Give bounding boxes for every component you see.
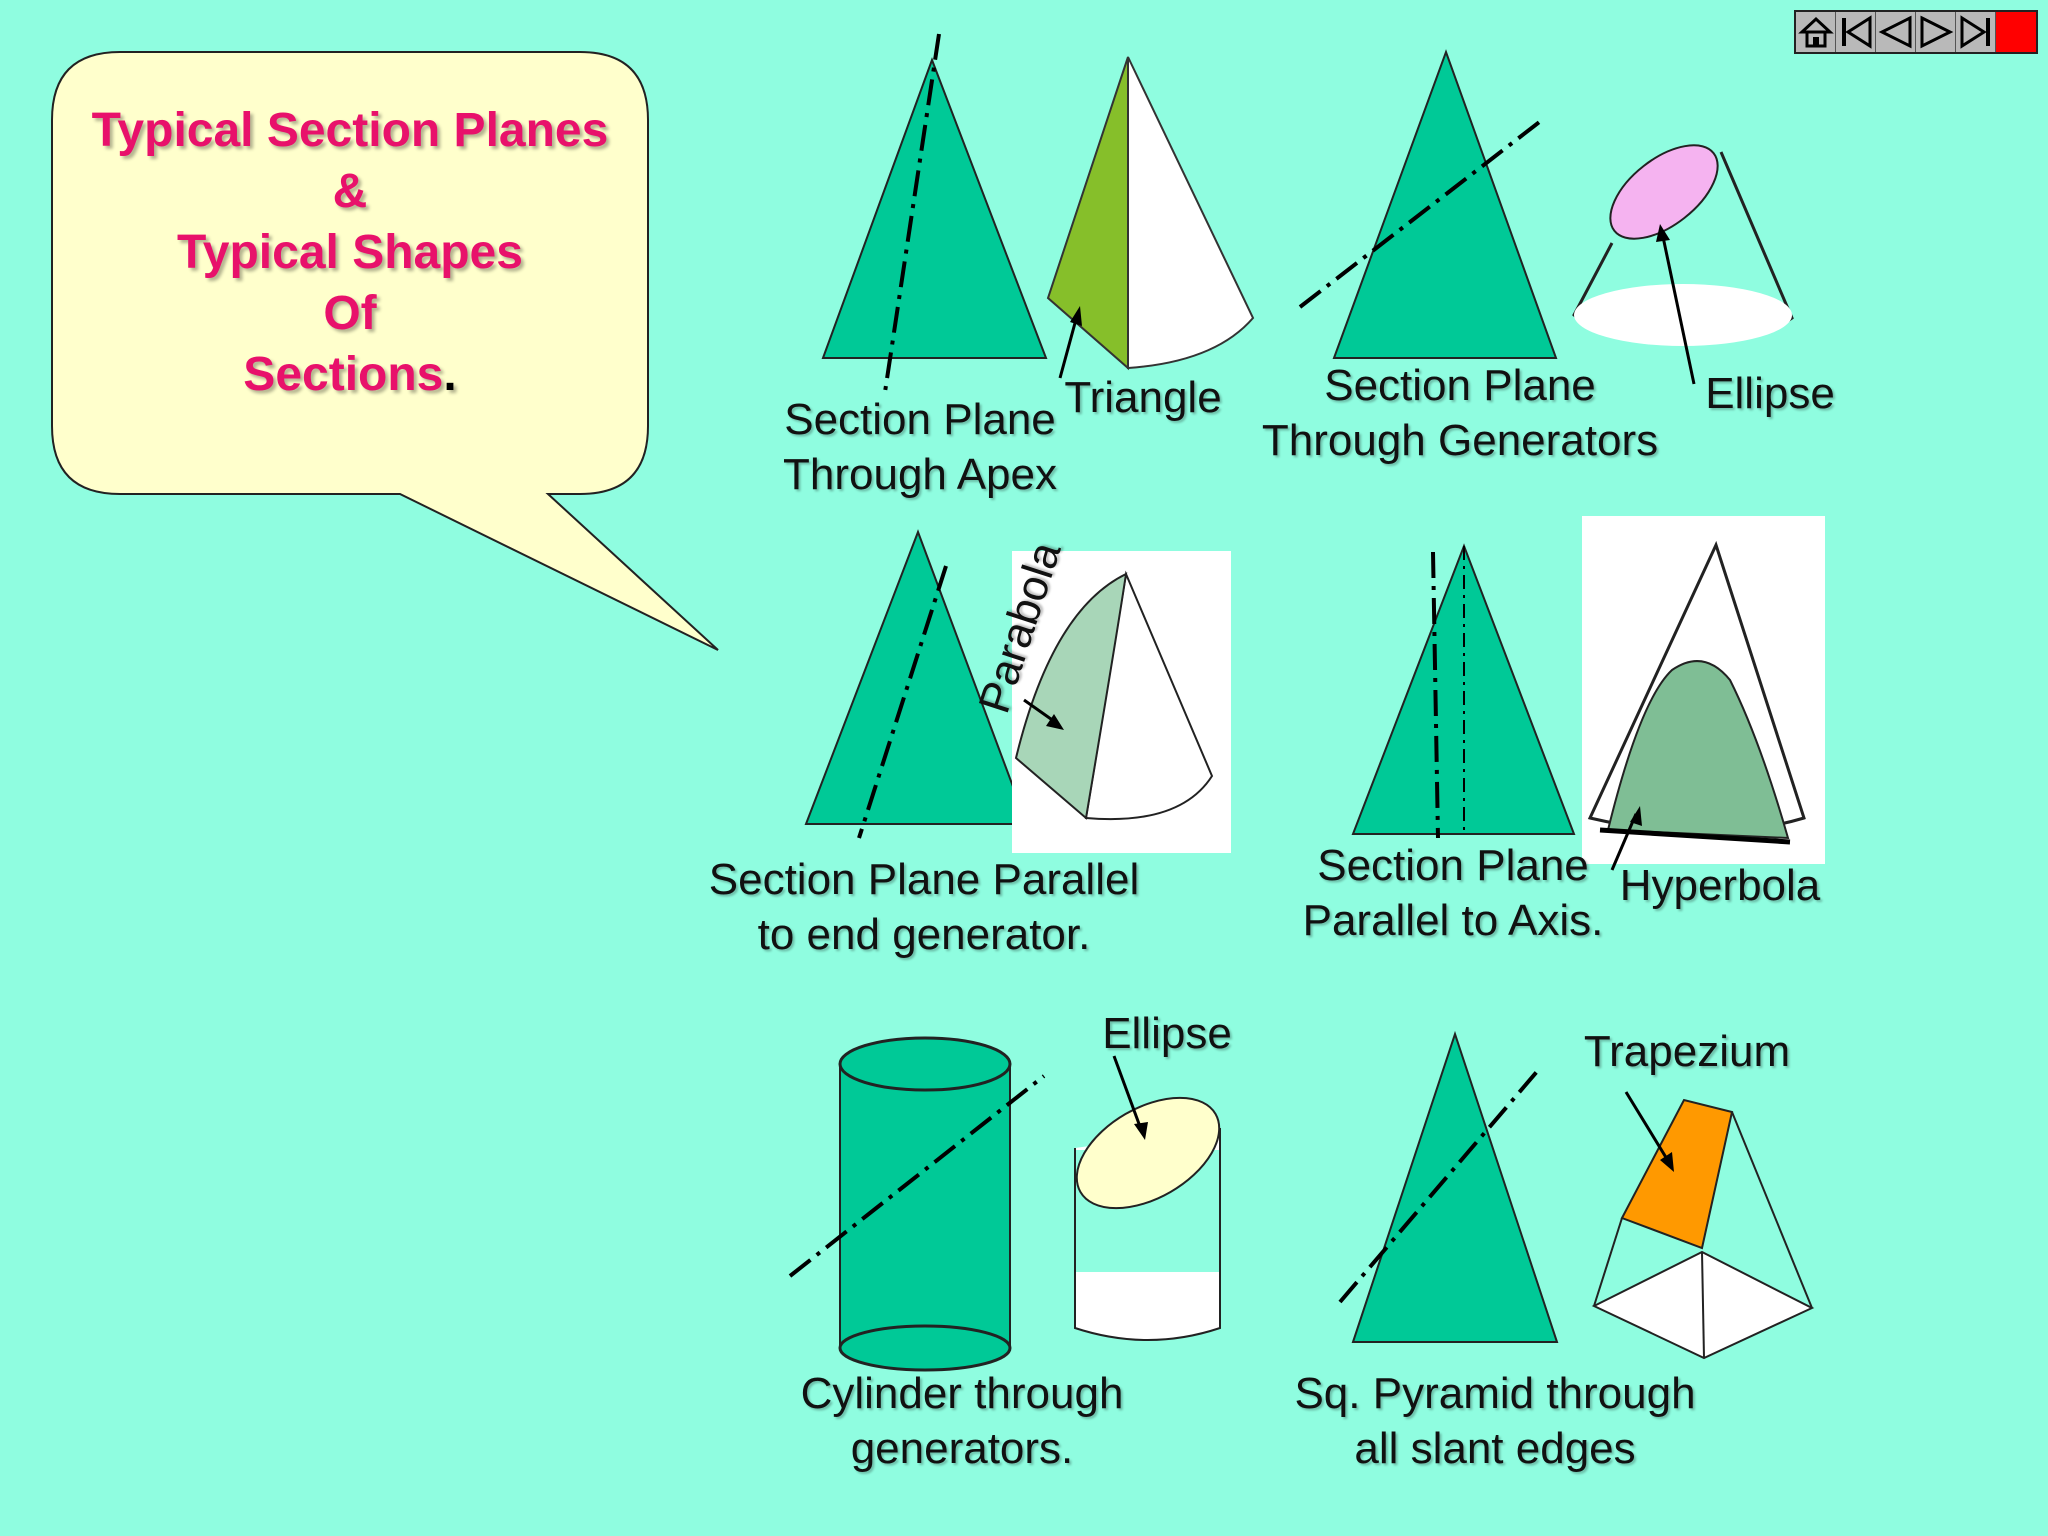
hyperbola-arrowhead bbox=[1630, 806, 1642, 826]
ellipse-top-arrowhead bbox=[1656, 224, 1670, 242]
label-end-generator-line2: to end generator. bbox=[757, 910, 1091, 959]
callout-bubble bbox=[51, 51, 719, 651]
stop-icon[interactable] bbox=[1996, 12, 2036, 52]
triangle-section bbox=[1046, 56, 1129, 371]
slide-navigation bbox=[1794, 10, 2038, 54]
label-apex-plane-line2: Through Apex bbox=[783, 450, 1057, 499]
ellipse-top-arrow bbox=[1660, 231, 1696, 385]
pyramid-edge-right bbox=[1731, 1111, 1813, 1309]
cylinder-bottom bbox=[838, 1324, 1012, 1372]
ellipse-bottom-arrow bbox=[1112, 1055, 1144, 1133]
title-line-1: Typical Section Planes bbox=[91, 104, 609, 157]
label-apex-plane: Section Plane Through Apex bbox=[768, 392, 1072, 502]
title-line-4: Of bbox=[323, 287, 377, 340]
label-axis-plane-line1: Section Plane bbox=[1317, 841, 1589, 890]
trapezium-arrowhead bbox=[1660, 1152, 1674, 1172]
cone-apex-plane bbox=[821, 57, 1048, 359]
title-period: . bbox=[443, 348, 457, 401]
ellipse-section-top bbox=[1609, 144, 1719, 240]
trapezium-arrow bbox=[1624, 1091, 1672, 1165]
pyramid-edge-left bbox=[1593, 1217, 1623, 1307]
section-line-generators bbox=[1298, 118, 1544, 309]
hyperbola-arrow bbox=[1610, 813, 1638, 871]
previous-slide-icon[interactable] bbox=[1876, 12, 1916, 52]
truncated-cone-base bbox=[1574, 284, 1792, 346]
label-ellipse-bottom: Ellipse bbox=[1102, 1009, 1232, 1058]
callout-title: Typical Section Planes & Typical Shapes … bbox=[70, 100, 630, 405]
label-apex-plane-line1: Section Plane bbox=[784, 395, 1056, 444]
parabola-arrowhead bbox=[1046, 714, 1064, 730]
title-line-3: Typical Shapes bbox=[177, 226, 523, 279]
label-cylinder-plane: Cylinder through generators. bbox=[762, 1366, 1162, 1476]
last-slide-icon[interactable] bbox=[1956, 12, 1996, 52]
label-ellipse-top: Ellipse bbox=[1705, 369, 1835, 418]
triangle-arrowhead bbox=[1070, 306, 1082, 326]
pyramid-edge-front bbox=[1701, 1251, 1705, 1359]
label-hyperbola: Hyperbola bbox=[1619, 861, 1821, 910]
section-line-axis bbox=[1431, 551, 1440, 839]
title-line-5-text: Sections bbox=[243, 348, 444, 401]
first-slide-icon[interactable] bbox=[1836, 12, 1876, 52]
hyperbola-base-line bbox=[1599, 827, 1791, 845]
trapezium-section bbox=[1620, 1098, 1734, 1250]
label-end-generator-plane: Section Plane Parallel to end generator. bbox=[692, 852, 1156, 962]
cone-generators-plane bbox=[1332, 49, 1558, 359]
label-end-generator-line1: Section Plane Parallel bbox=[708, 855, 1140, 904]
section-line-apex bbox=[883, 33, 941, 393]
label-axis-plane: Section Plane Parallel to Axis. bbox=[1292, 838, 1614, 948]
cone-end-generator-plane bbox=[804, 529, 1029, 825]
section-line-pyramid bbox=[1338, 1066, 1542, 1304]
label-cylinder-line2: generators. bbox=[850, 1424, 1074, 1473]
label-axis-plane-line2: Parallel to Axis. bbox=[1302, 896, 1604, 945]
label-generators-plane: Section Plane Through Generators bbox=[1248, 358, 1672, 468]
pyramid-front bbox=[1351, 1030, 1559, 1343]
ellipse-bottom-arrowhead bbox=[1134, 1122, 1148, 1140]
home-icon[interactable] bbox=[1796, 12, 1836, 52]
section-line-end-generator bbox=[857, 565, 948, 839]
hyperbola-section bbox=[1606, 660, 1790, 840]
label-trapezium: Trapezium bbox=[1583, 1027, 1791, 1076]
parabola-section bbox=[1014, 572, 1128, 820]
parabola-cone bbox=[1084, 570, 1214, 821]
cylinder-body bbox=[840, 1064, 1010, 1348]
label-generators-plane-line2: Through Generators bbox=[1261, 416, 1659, 465]
next-slide-icon[interactable] bbox=[1916, 12, 1956, 52]
ellipse-section-bottom bbox=[1075, 1096, 1221, 1210]
title-line-2: & bbox=[332, 165, 368, 218]
cylinder-top bbox=[838, 1036, 1012, 1092]
label-pyramid-line1: Sq. Pyramid through bbox=[1294, 1369, 1696, 1418]
cone-axis-plane bbox=[1351, 543, 1576, 835]
title-line-5: Sections. bbox=[70, 344, 630, 405]
label-pyramid-line2: all slant edges bbox=[1354, 1424, 1636, 1473]
label-pyramid-plane: Sq. Pyramid through all slant edges bbox=[1270, 1366, 1720, 1476]
label-generators-plane-line1: Section Plane bbox=[1324, 361, 1596, 410]
label-triangle: Triangle bbox=[1064, 373, 1222, 422]
section-line-cylinder bbox=[788, 1074, 1046, 1278]
cut-cone-outline bbox=[1127, 56, 1255, 370]
label-cylinder-line1: Cylinder through bbox=[800, 1369, 1124, 1418]
